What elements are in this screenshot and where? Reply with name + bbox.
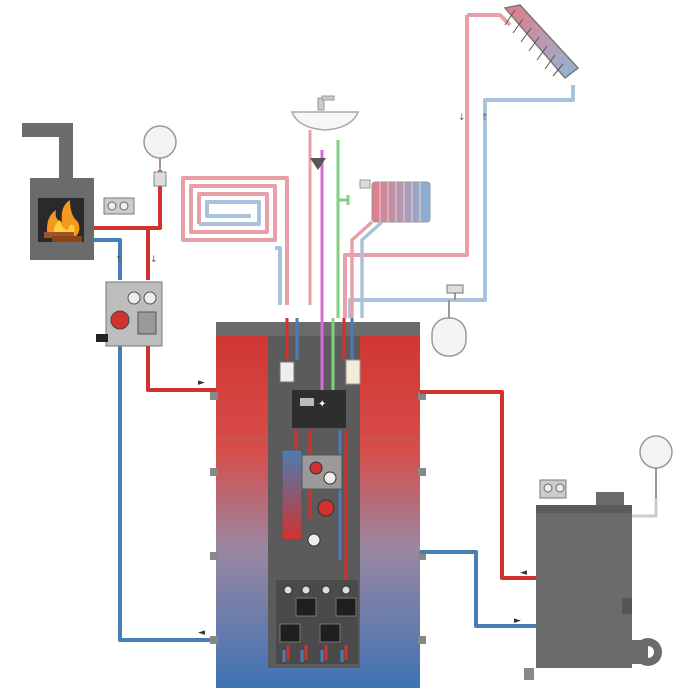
fire-icon xyxy=(44,200,82,242)
boiler-safety-valve-icon xyxy=(539,479,567,499)
tank-inlet-arrow-icon: ► xyxy=(198,378,205,388)
radiator-piping xyxy=(350,220,384,318)
sensor-block xyxy=(279,361,295,383)
stove-pump-group xyxy=(96,281,163,347)
tank-return-arrow-icon: ◄ xyxy=(198,628,205,638)
solar-collector-icon xyxy=(503,4,580,80)
internal-piping xyxy=(285,318,354,580)
svg-text:✦: ✦ xyxy=(318,399,326,410)
boiler-return-arrow-icon: ► xyxy=(514,616,521,626)
expansion-vessel-icon xyxy=(431,284,467,357)
sink-icon xyxy=(290,95,360,131)
boiler-expansion-vessel-icon xyxy=(632,435,673,518)
stove-flow-arrow-icon: ↓ xyxy=(150,255,158,265)
solar-return-pipe xyxy=(348,85,575,318)
stove-piping xyxy=(94,170,216,642)
junction-box xyxy=(345,359,361,385)
underfloor-heating-icon xyxy=(181,176,289,305)
pump-icon xyxy=(317,499,335,517)
pump-icon xyxy=(110,310,130,330)
boiler-icon xyxy=(524,492,662,680)
solar-flow-arrow-icon: ↓ xyxy=(458,113,466,123)
heating-circuit-pumps xyxy=(276,580,358,664)
solar-return-arrow-icon: ↑ xyxy=(481,113,489,123)
sink-piping xyxy=(308,130,340,318)
mixing-valve-icon xyxy=(310,158,326,170)
cold-water-valve-icon xyxy=(338,195,350,205)
heat-exchanger-icon xyxy=(281,449,303,541)
safety-valve-group-icon xyxy=(103,197,135,215)
boiler-piping xyxy=(420,390,540,628)
controller-icon: ✦ xyxy=(292,390,346,428)
stove-expansion-vessel-icon xyxy=(143,125,177,187)
stove-return-arrow-icon: ↑ xyxy=(115,255,123,265)
mixing-group-icon xyxy=(301,454,343,547)
solar-piping xyxy=(343,13,575,318)
radiator-icon xyxy=(359,179,431,223)
boiler-flow-arrow-icon: ◄ xyxy=(520,568,527,578)
